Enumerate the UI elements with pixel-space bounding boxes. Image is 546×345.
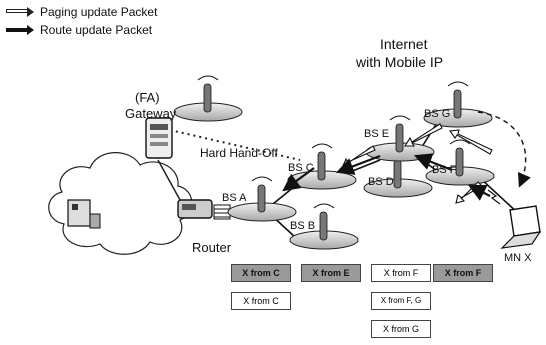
gateway-server-icon <box>145 117 173 159</box>
router-icon <box>177 199 213 219</box>
laptop-icon <box>500 205 542 249</box>
cache-cell: X from F, G <box>371 292 431 310</box>
gateway-label: Gateway <box>125 106 177 121</box>
mobile-ip-label: with Mobile IP <box>356 54 444 70</box>
cache-cell: X from F <box>371 264 431 282</box>
cache-cell: X from C <box>231 264 291 282</box>
internet-cloud <box>48 152 193 255</box>
route-arrows <box>282 153 491 201</box>
bs-b-disc <box>289 203 359 250</box>
cache-cell: X from C <box>231 292 291 310</box>
fa-label: (FA) <box>135 90 160 105</box>
bs-a-disc <box>227 176 297 222</box>
bs-disc-top <box>173 75 243 122</box>
paging-arrow-icon <box>6 7 34 17</box>
legend-route-label: Route update Packet <box>40 23 153 37</box>
legend-paging: Paging update Packet <box>6 4 157 20</box>
mn-movement-arrow <box>477 111 531 188</box>
bs-f-disc <box>425 139 495 186</box>
route-arrow-icon <box>6 25 34 35</box>
cache-cell: X from G <box>371 320 431 338</box>
cache-cell: X from F <box>433 264 493 282</box>
bs-e-label: BS E <box>364 128 390 140</box>
mn-x-label: MN X <box>504 252 532 264</box>
server-icon <box>67 199 101 229</box>
bs-a-label: BS A <box>222 192 247 204</box>
legend-route: Route update Packet <box>6 22 152 38</box>
bs-g-disc <box>423 81 493 128</box>
router-label: Router <box>192 240 232 255</box>
bs-c-label: BS C <box>288 162 314 174</box>
hard-handoff-dotted-line <box>169 129 301 161</box>
wireless-link-icon <box>487 189 501 205</box>
legend-paging-label: Paging update Packet <box>40 5 158 19</box>
gateway-router-link <box>157 159 181 201</box>
cache-cell: X from E <box>301 264 361 282</box>
bs-d-label: BS D <box>368 176 394 188</box>
bs-d-disc <box>363 151 433 198</box>
hard-handoff-label: Hard Hand-Off <box>200 146 278 160</box>
bs-f-label: BS F <box>432 164 457 176</box>
bs-g-label: BS G <box>424 108 451 120</box>
internet-label: Internet <box>380 36 428 52</box>
bs-b-label: BS B <box>290 220 316 232</box>
